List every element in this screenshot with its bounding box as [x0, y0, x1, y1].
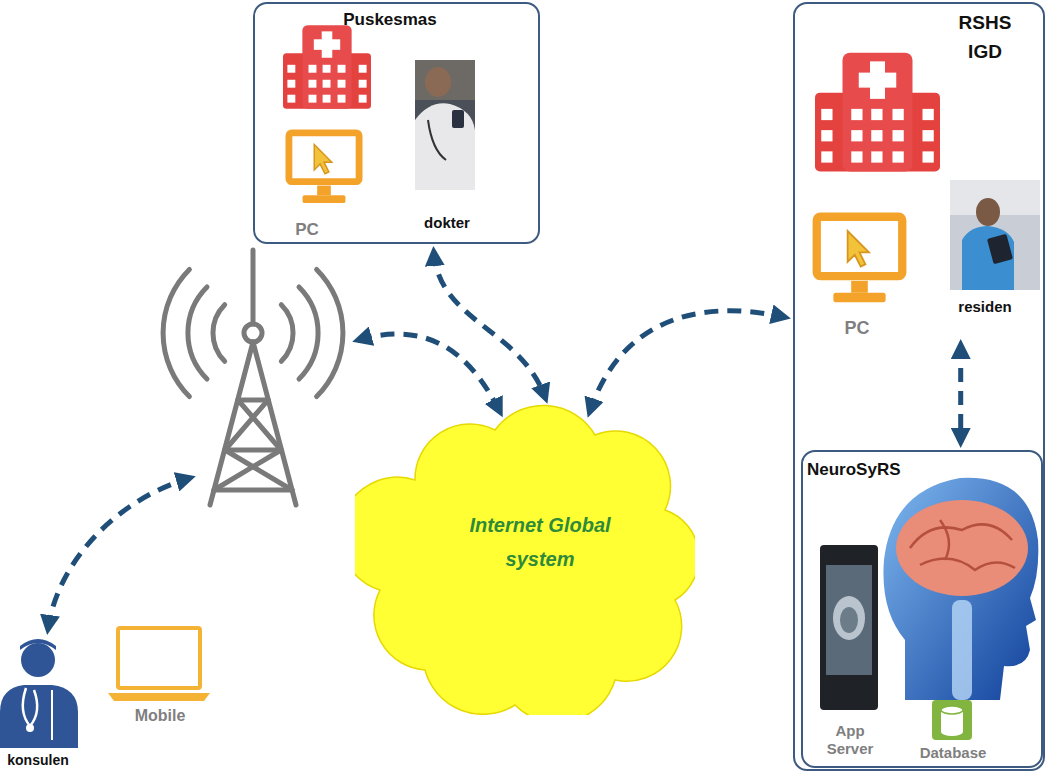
site-title: RSHS IGD [949, 8, 1021, 66]
component-label: Database [920, 744, 987, 762]
person-label: dokter [424, 214, 470, 232]
site-box: Puskesmas dokter PC [253, 2, 540, 244]
connector-line [48, 478, 190, 629]
site-box: RSHS IGD residenPC NeuroSyRS App ServerData… [793, 2, 1045, 771]
connector-line [434, 252, 546, 398]
doctor-icon [0, 639, 78, 748]
dashed-connector [434, 252, 546, 398]
system-title: NeuroSyRS [807, 460, 901, 480]
internet-cloud: Internet Global system [355, 390, 695, 715]
brain-image [883, 478, 1038, 700]
tower-icon [163, 250, 343, 505]
person-label: residen [958, 298, 1011, 316]
resident-photo [950, 180, 1040, 290]
user-group: konsulen Mobile [2, 625, 212, 770]
device-label: Mobile [135, 706, 186, 725]
phone-photo [820, 545, 878, 710]
site-title: Puskesmas [343, 10, 437, 30]
cloud-label: Internet Global system [464, 508, 616, 576]
hospital-icon [815, 53, 940, 172]
connector-line [358, 334, 500, 412]
connector-line [590, 311, 785, 412]
doctor-photo [415, 60, 475, 190]
device-label: PC [295, 220, 319, 240]
hospital-icon [283, 25, 371, 109]
dashed-connector [590, 311, 785, 412]
device-label: PC [844, 318, 869, 340]
laptop-icon [108, 628, 210, 701]
dashed-connector [960, 345, 961, 442]
database-icon [932, 700, 972, 740]
system-box: NeuroSyRS App ServerDatabase [801, 450, 1043, 768]
pc-icon [817, 217, 903, 303]
component-label: App Server [819, 722, 881, 758]
pc-icon [289, 133, 359, 203]
person-label: konsulen [7, 752, 68, 769]
connector-line [958, 345, 963, 442]
